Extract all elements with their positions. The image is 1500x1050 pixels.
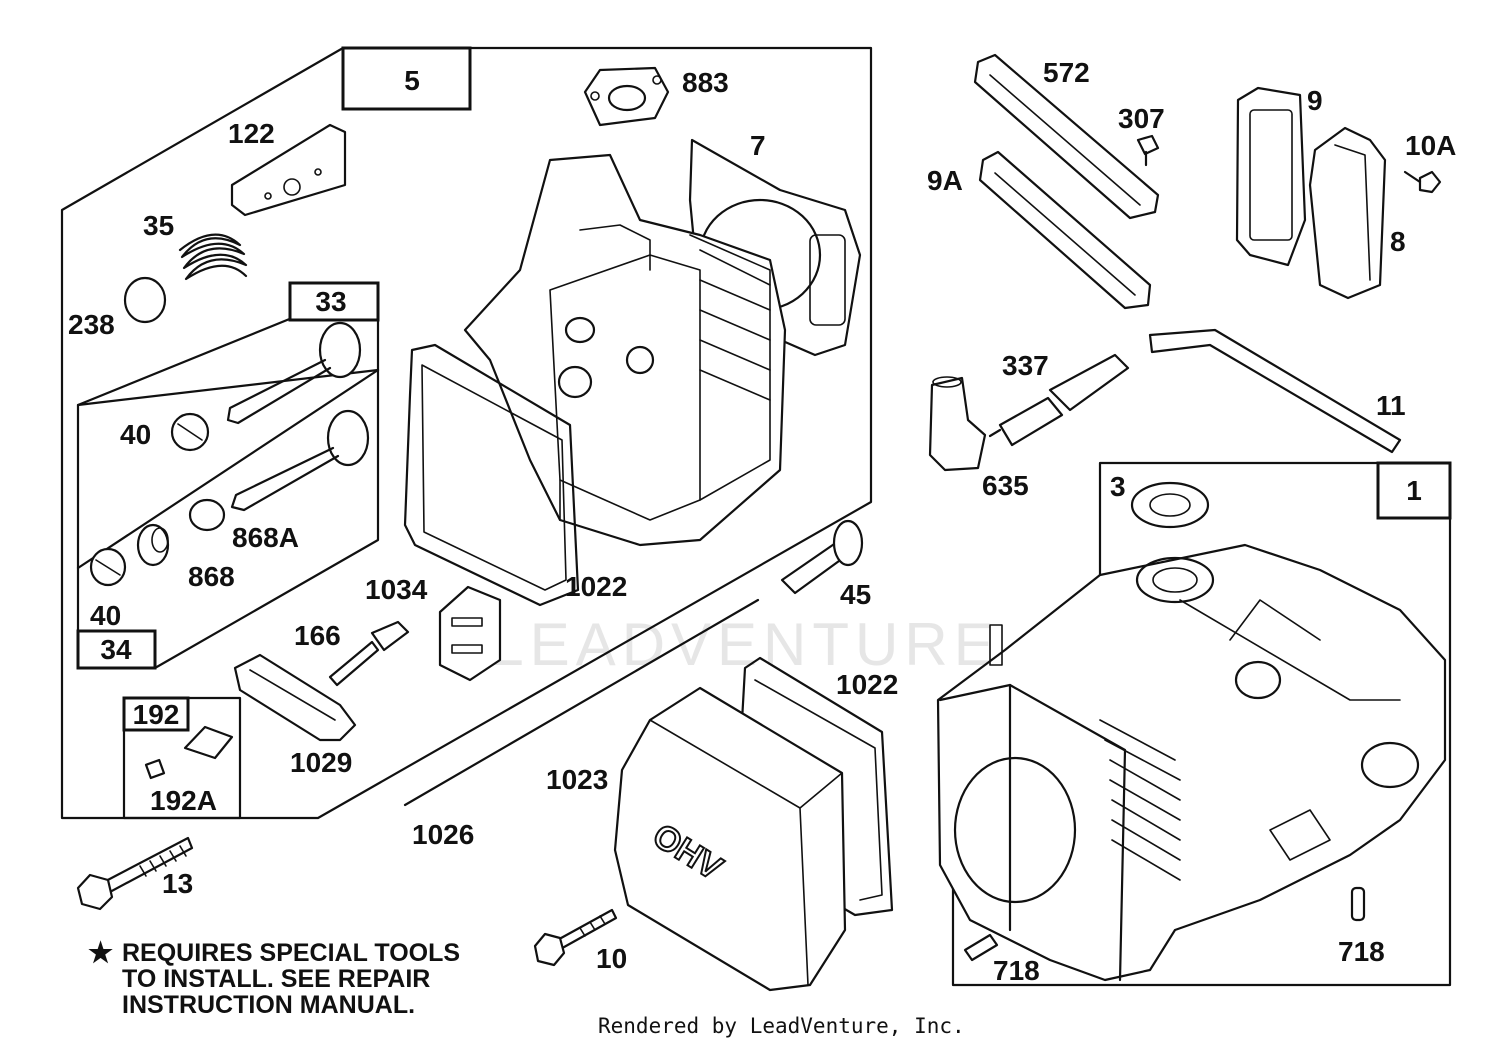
render-credit: Rendered by LeadVenture, Inc.	[598, 1014, 965, 1038]
breather-screw-part	[1136, 134, 1160, 167]
label-572: 572	[1043, 57, 1090, 88]
rocker-cover-gasket-upper-part	[403, 343, 580, 607]
label-718-left: 718	[993, 955, 1040, 986]
box-33	[288, 281, 380, 322]
breather-part	[1308, 126, 1387, 300]
exhaust-valve-part	[230, 409, 370, 512]
label-868: 868	[188, 561, 235, 592]
breather-gasket-long-part	[978, 150, 1152, 310]
box-192	[122, 696, 190, 732]
box-33-label: 33	[315, 286, 346, 317]
label-868a: 868A	[232, 522, 299, 553]
label-1029: 1029	[290, 747, 352, 778]
spacer-plate-part	[230, 123, 347, 217]
box-192-label: 192	[133, 699, 180, 730]
box-1-label: 1	[1406, 475, 1422, 506]
label-1026: 1026	[412, 819, 474, 850]
intake-valve-part	[226, 321, 362, 425]
spark-plug-boot-part	[928, 376, 987, 472]
dowel-pin-right-part	[1350, 886, 1366, 922]
note-line-2: TO INSTALL. SEE REPAIR	[122, 965, 431, 993]
rocker-guide-plate-part	[438, 585, 502, 682]
label-3: 3	[1110, 471, 1126, 502]
rocker-arm-part	[233, 653, 357, 742]
label-122: 122	[228, 118, 275, 149]
label-337: 337	[1002, 350, 1049, 381]
label-1022-lower: 1022	[836, 669, 898, 700]
valve-keeper-lower-part	[89, 547, 127, 587]
label-40-upper: 40	[120, 419, 151, 450]
box-34	[76, 629, 157, 670]
dipstick-tube-part	[1148, 328, 1402, 454]
rocker-stud-part	[328, 620, 410, 687]
label-307: 307	[1118, 103, 1165, 134]
label-1023: 1023	[546, 764, 608, 795]
note-line-3: INSTRUCTION MANUAL.	[122, 991, 416, 1019]
kit-1-outline	[951, 461, 1452, 987]
push-rod-part	[403, 598, 760, 807]
intake-gasket-part	[583, 66, 670, 127]
label-1034: 1034	[365, 574, 428, 605]
kit-33-divider	[76, 368, 380, 407]
oil-seal-part	[1130, 481, 1210, 529]
breather-tube-part	[780, 519, 864, 595]
dowel-pin-left-part	[963, 933, 999, 962]
label-10: 10	[596, 943, 627, 974]
label-883: 883	[682, 67, 729, 98]
label-13: 13	[162, 868, 193, 899]
valve-cap-part	[123, 276, 167, 324]
label-7: 7	[750, 130, 766, 161]
special-tools-note: ★ REQUIRES SPECIAL TOOLS TO INSTALL. SEE…	[88, 937, 461, 1019]
cylinder-block-part	[936, 543, 1447, 982]
head-bolt-part	[76, 836, 194, 911]
breather-bolt-part	[1403, 170, 1442, 194]
label-1022-upper: 1022	[565, 571, 627, 602]
label-11: 11	[1376, 390, 1406, 421]
box-5	[341, 46, 472, 111]
label-10a: 10A	[1405, 130, 1456, 161]
watermark-text: LEADVENTURE	[490, 611, 999, 678]
valve-keeper-upper-part	[170, 412, 210, 452]
box-5-label: 5	[404, 65, 420, 96]
star-icon: ★	[88, 937, 114, 968]
adjusting-screw-part	[144, 725, 234, 780]
label-166: 166	[294, 620, 341, 651]
label-238: 238	[68, 309, 115, 340]
valve-spring-part	[178, 233, 248, 281]
box-1	[1376, 461, 1452, 520]
spark-plug-part	[988, 353, 1130, 447]
rocker-cover-part: OHV	[613, 686, 847, 992]
cylinder-head-part	[463, 153, 787, 547]
washer-part	[188, 498, 226, 532]
kit-34-divider	[76, 368, 380, 570]
box-34-label: 34	[100, 634, 132, 665]
intake-gasket-long-part	[973, 53, 1160, 220]
label-718-right: 718	[1338, 936, 1385, 967]
label-192a: 192A	[150, 785, 217, 816]
valve-seal-part	[136, 523, 170, 567]
label-40-lower: 40	[90, 600, 121, 631]
label-9a: 9A	[927, 165, 963, 196]
label-635: 635	[982, 470, 1029, 501]
cover-bolt-part	[533, 908, 618, 967]
label-8: 8	[1390, 226, 1406, 257]
label-45: 45	[840, 579, 871, 610]
label-35: 35	[143, 210, 174, 241]
breather-gasket-part	[1235, 86, 1307, 267]
label-9: 9	[1307, 85, 1323, 116]
note-line-1: REQUIRES SPECIAL TOOLS	[122, 939, 461, 967]
